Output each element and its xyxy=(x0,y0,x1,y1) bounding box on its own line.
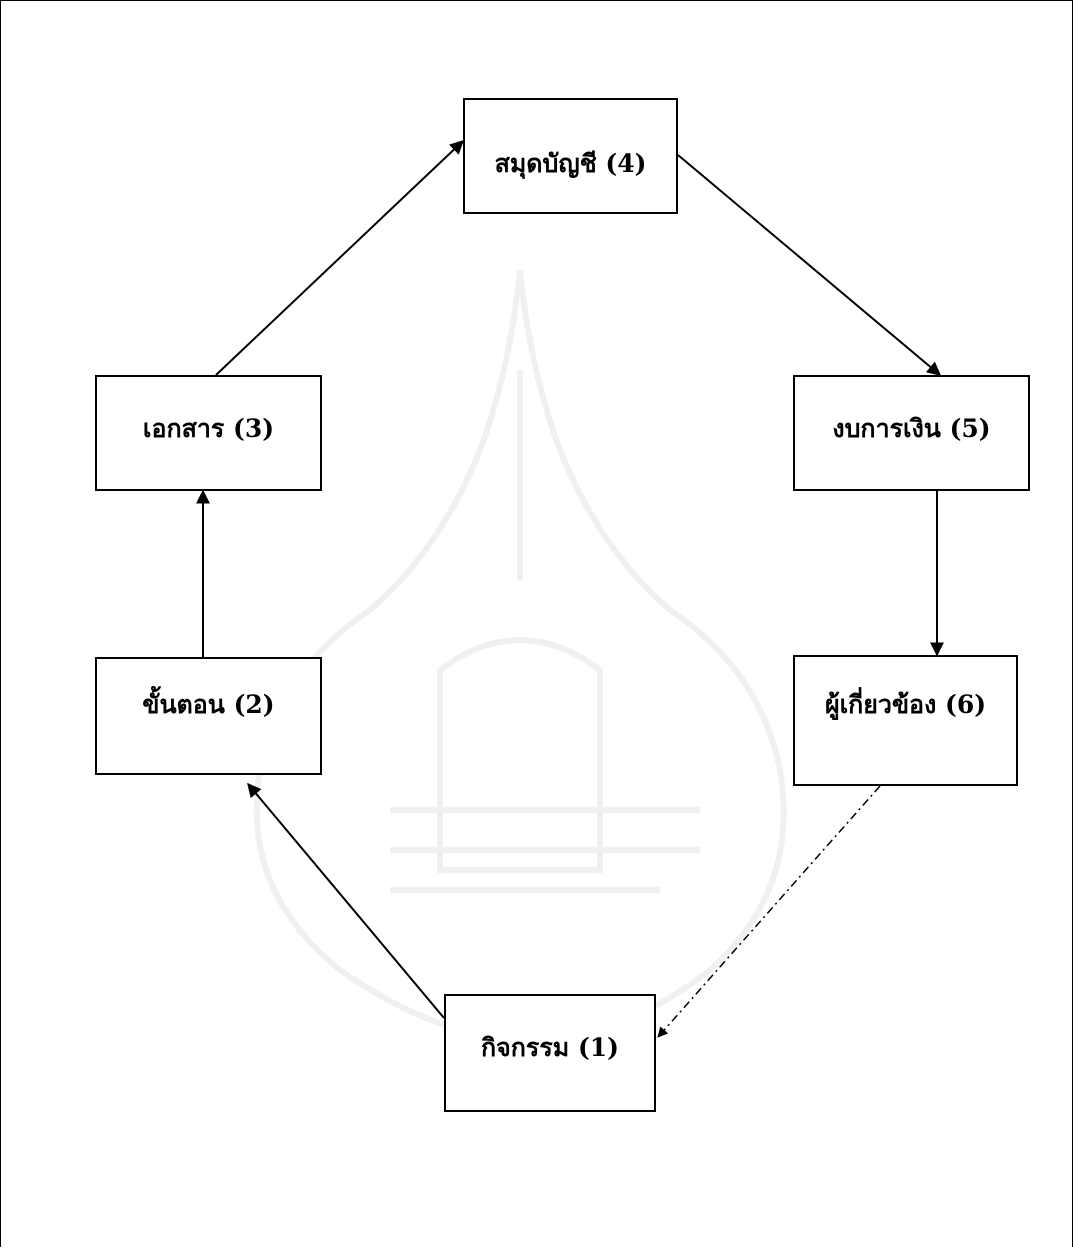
node-label: เอกสาร (3) xyxy=(142,414,275,443)
node-procedure: ขั้นตอน (2) xyxy=(95,657,322,775)
arrow-4-to-5 xyxy=(677,154,942,376)
node-label: งบการเงิน (5) xyxy=(832,414,991,443)
arrow-6-to-1 xyxy=(657,785,881,1038)
node-label: สมุดบัญชี (4) xyxy=(494,149,647,178)
arrow-3-to-4 xyxy=(215,140,465,376)
node-financial-statements: งบการเงิน (5) xyxy=(793,375,1030,491)
arrow-1-to-2 xyxy=(247,782,445,1019)
node-label: ผู้เกี่ยวข้อง (6) xyxy=(824,690,987,719)
node-stakeholders: ผู้เกี่ยวข้อง (6) xyxy=(793,655,1018,786)
node-label: กิจกรรม (1) xyxy=(480,1033,619,1062)
node-activity: กิจกรรม (1) xyxy=(444,994,656,1112)
node-documents: เอกสาร (3) xyxy=(95,375,322,491)
node-label: ขั้นตอน (2) xyxy=(142,690,275,719)
node-account-books: สมุดบัญชี (4) xyxy=(463,98,678,214)
